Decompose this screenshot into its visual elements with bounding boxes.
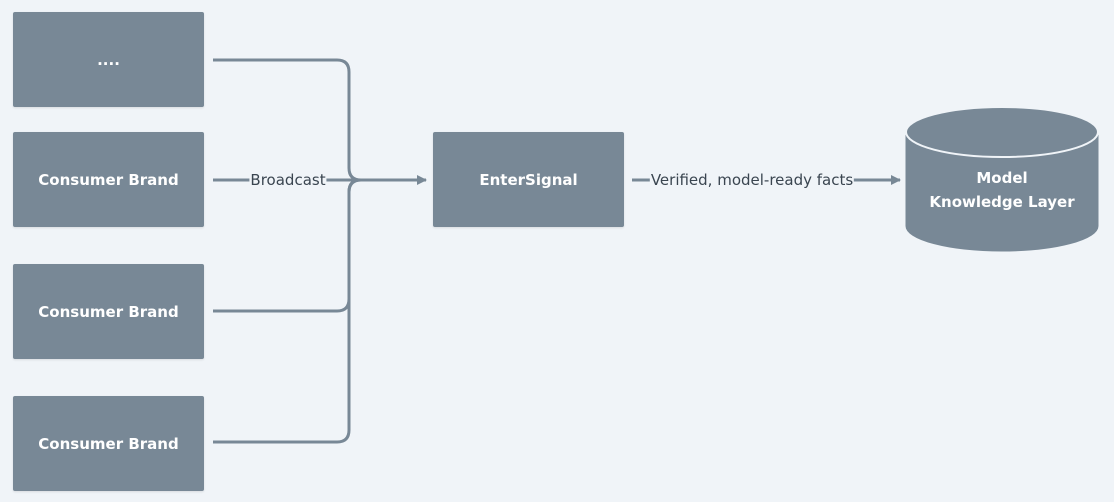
target-node-label-line-2: Knowledge Layer — [929, 193, 1075, 211]
edge-source-4 — [213, 178, 362, 444]
source-node-2-label: Consumer Brand — [38, 170, 179, 189]
hub-node[interactable]: EnterSignal — [433, 132, 624, 227]
source-node-2[interactable]: Consumer Brand — [13, 132, 204, 227]
source-node-1-label: .... — [97, 50, 120, 69]
edge-source-3 — [213, 178, 362, 313]
source-node-4[interactable]: Consumer Brand — [13, 396, 204, 491]
source-node-1[interactable]: .... — [13, 12, 204, 107]
source-node-4-label: Consumer Brand — [38, 434, 179, 453]
target-node-label-line-1: Model — [976, 169, 1028, 187]
source-node-3-label: Consumer Brand — [38, 302, 179, 321]
database-cylinder — [905, 106, 1099, 252]
target-node-label[interactable]: Model Knowledge Layer — [906, 166, 1098, 214]
verified-edge-label: Verified, model-ready facts — [649, 170, 855, 190]
source-node-3[interactable]: Consumer Brand — [13, 264, 204, 359]
hub-node-label: EnterSignal — [479, 170, 578, 189]
edge-source-1 — [213, 58, 362, 182]
broadcast-edge-label: Broadcast — [249, 170, 327, 190]
